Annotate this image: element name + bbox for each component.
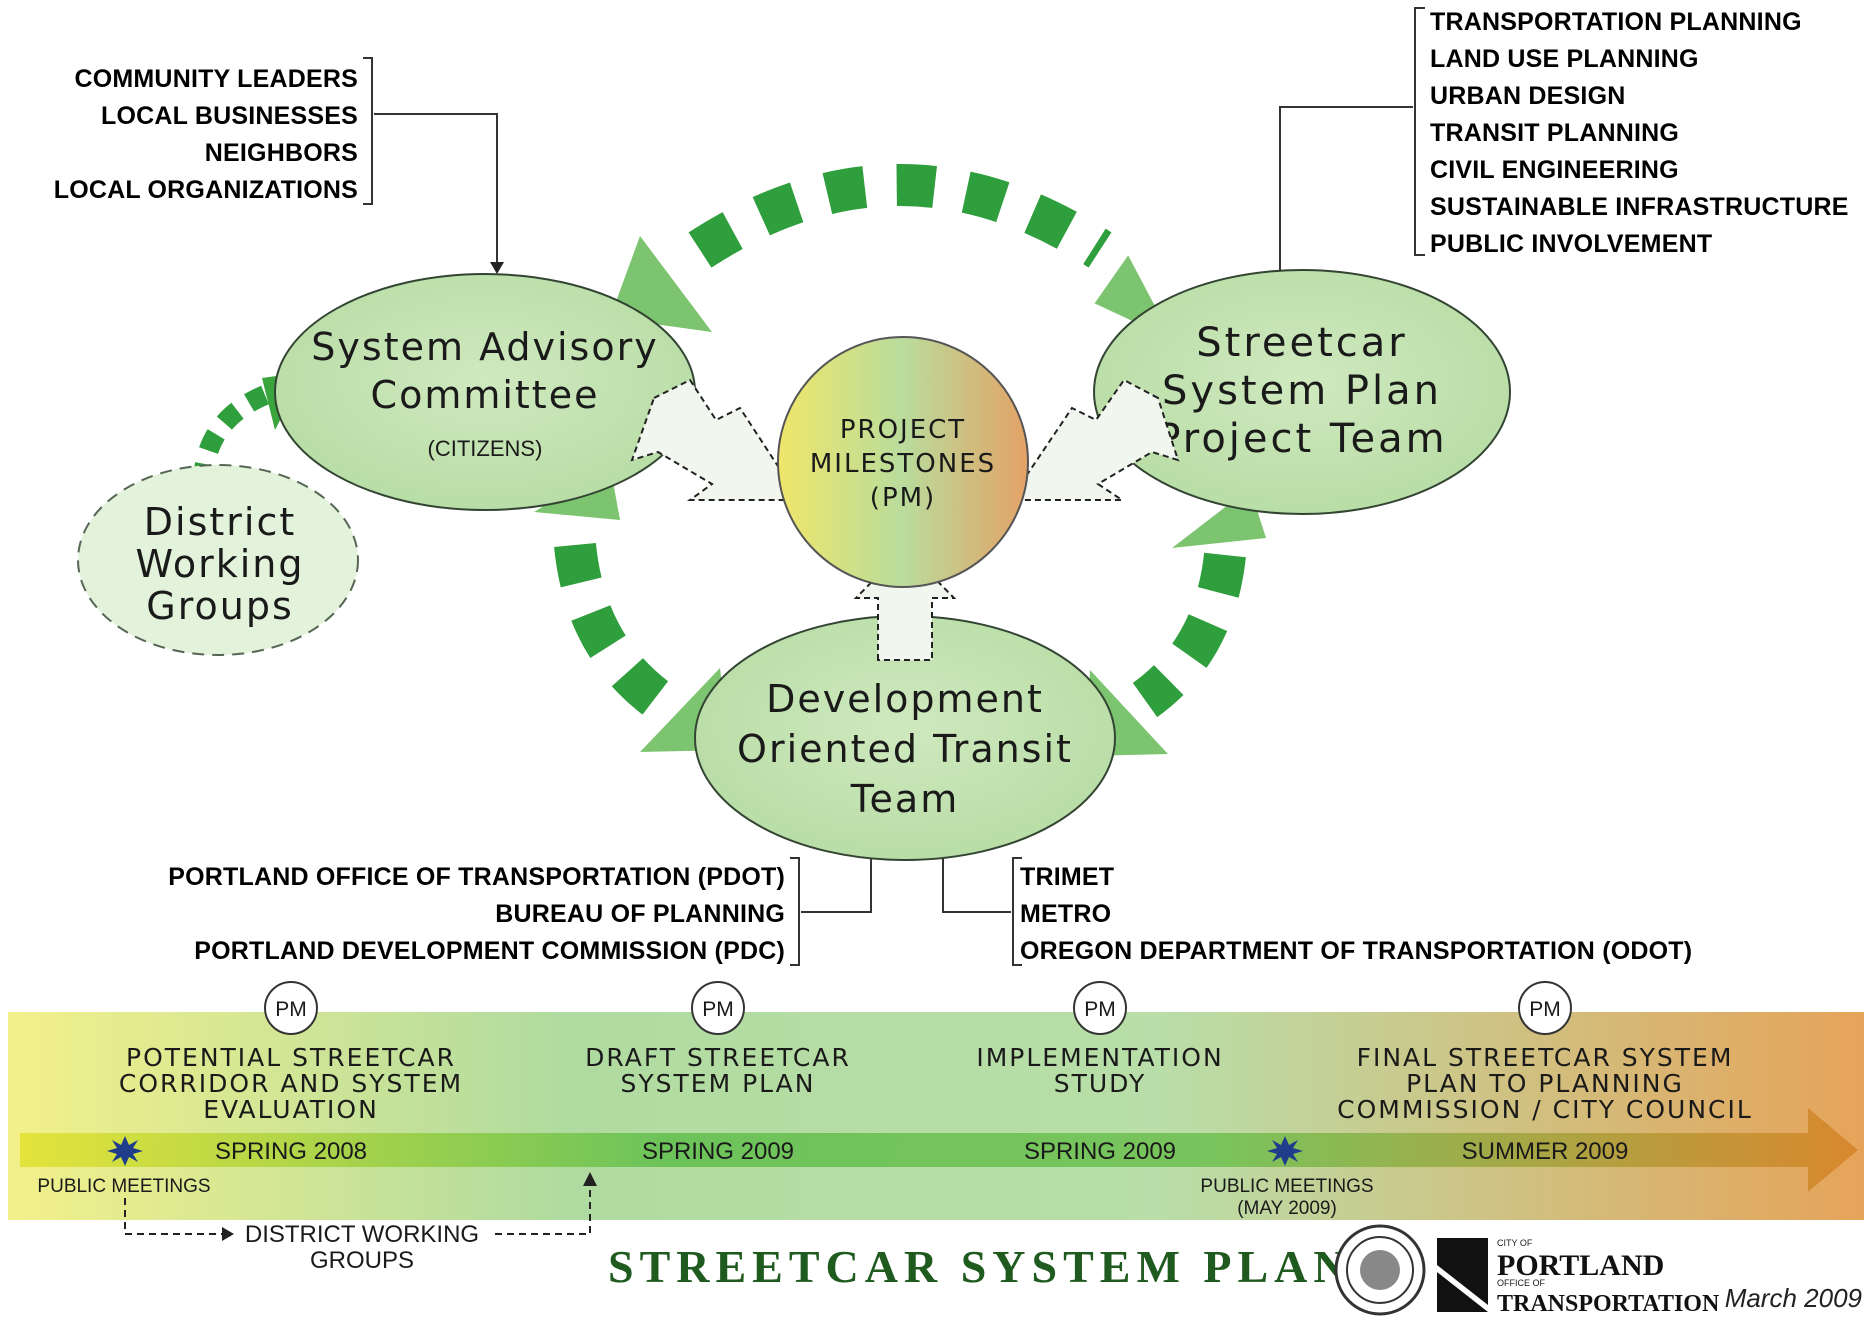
arrowhead	[583, 1172, 597, 1186]
dwg-line-3: Groups	[146, 584, 294, 628]
stage-4: FINAL STREETCAR SYSTEM PLAN TO PLANNING …	[1337, 1043, 1753, 1165]
disciplines-list: TRANSPORTATION PLANNING LAND USE PLANNIN…	[1430, 8, 1849, 258]
arrows-to-milestones	[630, 378, 1180, 661]
dwg-line-1: District	[144, 500, 297, 544]
discipline-item: PUBLIC INVOLVEMENT	[1430, 230, 1712, 258]
public-meetings-label: PUBLIC MEETINGS	[37, 1176, 210, 1197]
pm-marker: PM	[691, 981, 745, 1035]
city-seal-icon	[1334, 1224, 1426, 1316]
svg-text:DRAFT STREETCAR: DRAFT STREETCAR	[585, 1043, 851, 1072]
star-icon	[107, 1136, 143, 1166]
arrowhead	[610, 236, 712, 332]
arrow-spt-to-pm	[1008, 378, 1180, 501]
star-icon	[1267, 1136, 1303, 1166]
regional-agency-item: METRO	[1020, 900, 1111, 928]
pm-line-1: PROJECT	[840, 415, 966, 445]
stage-season: SUMMER 2009	[1462, 1138, 1629, 1165]
svg-text:PM: PM	[1529, 998, 1561, 1021]
regional-agency-item: OREGON DEPARTMENT OF TRANSPORTATION (ODO…	[1020, 937, 1692, 965]
pm-marker: PM	[264, 981, 318, 1035]
public-meetings-date: (MAY 2009)	[1237, 1198, 1337, 1219]
dott-line-3: Team	[850, 777, 959, 821]
sac-sub: (CITIZENS)	[428, 436, 543, 461]
svg-text:CITY OF: CITY OF	[1497, 1238, 1533, 1248]
node-development-oriented-transit-team: Development Oriented Transit Team	[694, 615, 1116, 861]
svg-text:FINAL STREETCAR SYSTEM: FINAL STREETCAR SYSTEM	[1357, 1043, 1734, 1072]
stage-season: SPRING 2009	[642, 1138, 794, 1165]
portland-transportation-logo: CITY OF PORTLAND OFFICE OF TRANSPORTATIO…	[1437, 1238, 1720, 1317]
stage-1: POTENTIAL STREETCAR CORRIDOR AND SYSTEM …	[119, 1043, 463, 1165]
community-item: COMMUNITY LEADERS	[74, 65, 358, 93]
timeline-band	[8, 1012, 1864, 1220]
spt-line-3: Project Team	[1156, 416, 1447, 462]
city-agency-item: BUREAU OF PLANNING	[495, 900, 785, 928]
logo-mark-icon	[1437, 1238, 1488, 1312]
node-system-advisory-committee: System Advisory Committee (CITIZENS)	[274, 273, 696, 511]
discipline-item: URBAN DESIGN	[1430, 82, 1625, 110]
logo-portland: PORTLAND	[1497, 1249, 1664, 1282]
dott-line-1: Development	[766, 677, 1044, 721]
pm-marker: PM	[1073, 981, 1127, 1035]
stage-season: SPRING 2009	[1024, 1138, 1176, 1165]
regional-agency-item: TRIMET	[1020, 863, 1114, 891]
svg-text:PM: PM	[275, 998, 307, 1021]
pm-line-2: MILESTONES	[810, 449, 996, 479]
dwg-line-2: Working	[136, 542, 305, 586]
community-item: LOCAL BUSINESSES	[101, 102, 358, 130]
svg-text:COMMISSION / CITY COUNCIL: COMMISSION / CITY COUNCIL	[1337, 1095, 1753, 1124]
node-streetcar-project-team: Streetcar System Plan Project Team	[1093, 269, 1511, 515]
dott-line-2: Oriented Transit	[737, 727, 1073, 771]
spt-line-2: System Plan	[1162, 368, 1442, 414]
spt-line-1: Streetcar	[1196, 320, 1408, 366]
community-list: COMMUNITY LEADERS LOCAL BUSINESSES NEIGH…	[54, 65, 358, 204]
discipline-item: CIVIL ENGINEERING	[1430, 156, 1679, 184]
pm-marker: PM	[1518, 981, 1572, 1035]
regional-agencies-list: TRIMET METRO OREGON DEPARTMENT OF TRANSP…	[1020, 863, 1692, 965]
svg-text:CORRIDOR AND SYSTEM: CORRIDOR AND SYSTEM	[119, 1069, 463, 1098]
date-label: March 2009	[1725, 1283, 1862, 1313]
sac-line-1: System Advisory	[311, 325, 658, 369]
stage-season: SPRING 2008	[215, 1138, 367, 1165]
public-meetings-label: PUBLIC MEETINGS	[1200, 1176, 1373, 1197]
community-item: NEIGHBORS	[205, 139, 358, 167]
arrowhead	[222, 1227, 234, 1241]
city-agency-item: PORTLAND DEVELOPMENT COMMISSION (PDC)	[194, 937, 785, 965]
svg-text:STUDY: STUDY	[1054, 1069, 1147, 1098]
logo-transportation: TRANSPORTATION	[1497, 1291, 1720, 1317]
stage-3: IMPLEMENTATION STUDY SPRING 2009	[976, 1043, 1223, 1165]
svg-text:PLAN TO PLANNING: PLAN TO PLANNING	[1406, 1069, 1684, 1098]
pm-line-3: (PM)	[870, 483, 936, 513]
project-milestones-circle: PROJECT MILESTONES (PM)	[777, 336, 1029, 588]
sac-line-2: Committee	[371, 373, 600, 417]
discipline-item: LAND USE PLANNING	[1430, 45, 1699, 73]
arrow-sac-to-pm	[630, 378, 802, 501]
node-district-working-groups: District Working Groups	[77, 464, 359, 656]
discipline-item: SUSTAINABLE INFRASTRUCTURE	[1430, 193, 1849, 221]
district-groups-label: DISTRICT WORKING	[245, 1221, 479, 1248]
discipline-item: TRANSIT PLANNING	[1430, 119, 1679, 147]
timeline-arrow	[20, 1108, 1858, 1192]
community-item: LOCAL ORGANIZATIONS	[54, 176, 358, 204]
district-groups-label: GROUPS	[310, 1247, 414, 1274]
district-groups-connector	[124, 1184, 591, 1235]
city-agencies-list: PORTLAND OFFICE OF TRANSPORTATION (PDOT)…	[168, 863, 785, 965]
svg-text:IMPLEMENTATION: IMPLEMENTATION	[976, 1043, 1223, 1072]
svg-text:OFFICE OF: OFFICE OF	[1497, 1278, 1545, 1288]
svg-text:EVALUATION: EVALUATION	[203, 1095, 379, 1124]
svg-text:POTENTIAL STREETCAR: POTENTIAL STREETCAR	[126, 1043, 456, 1072]
plan-title: STREETCAR SYSTEM PLAN	[608, 1241, 1353, 1292]
stage-2: DRAFT STREETCAR SYSTEM PLAN SPRING 2009	[585, 1043, 851, 1165]
discipline-item: TRANSPORTATION PLANNING	[1430, 8, 1802, 36]
city-agency-item: PORTLAND OFFICE OF TRANSPORTATION (PDOT)	[168, 863, 785, 891]
svg-text:PM: PM	[1084, 998, 1116, 1021]
timeline: PM PM PM PM POTENTIAL STREETCAR CORRIDOR…	[8, 981, 1864, 1220]
svg-text:PM: PM	[702, 998, 734, 1021]
svg-text:SYSTEM PLAN: SYSTEM PLAN	[621, 1069, 816, 1098]
